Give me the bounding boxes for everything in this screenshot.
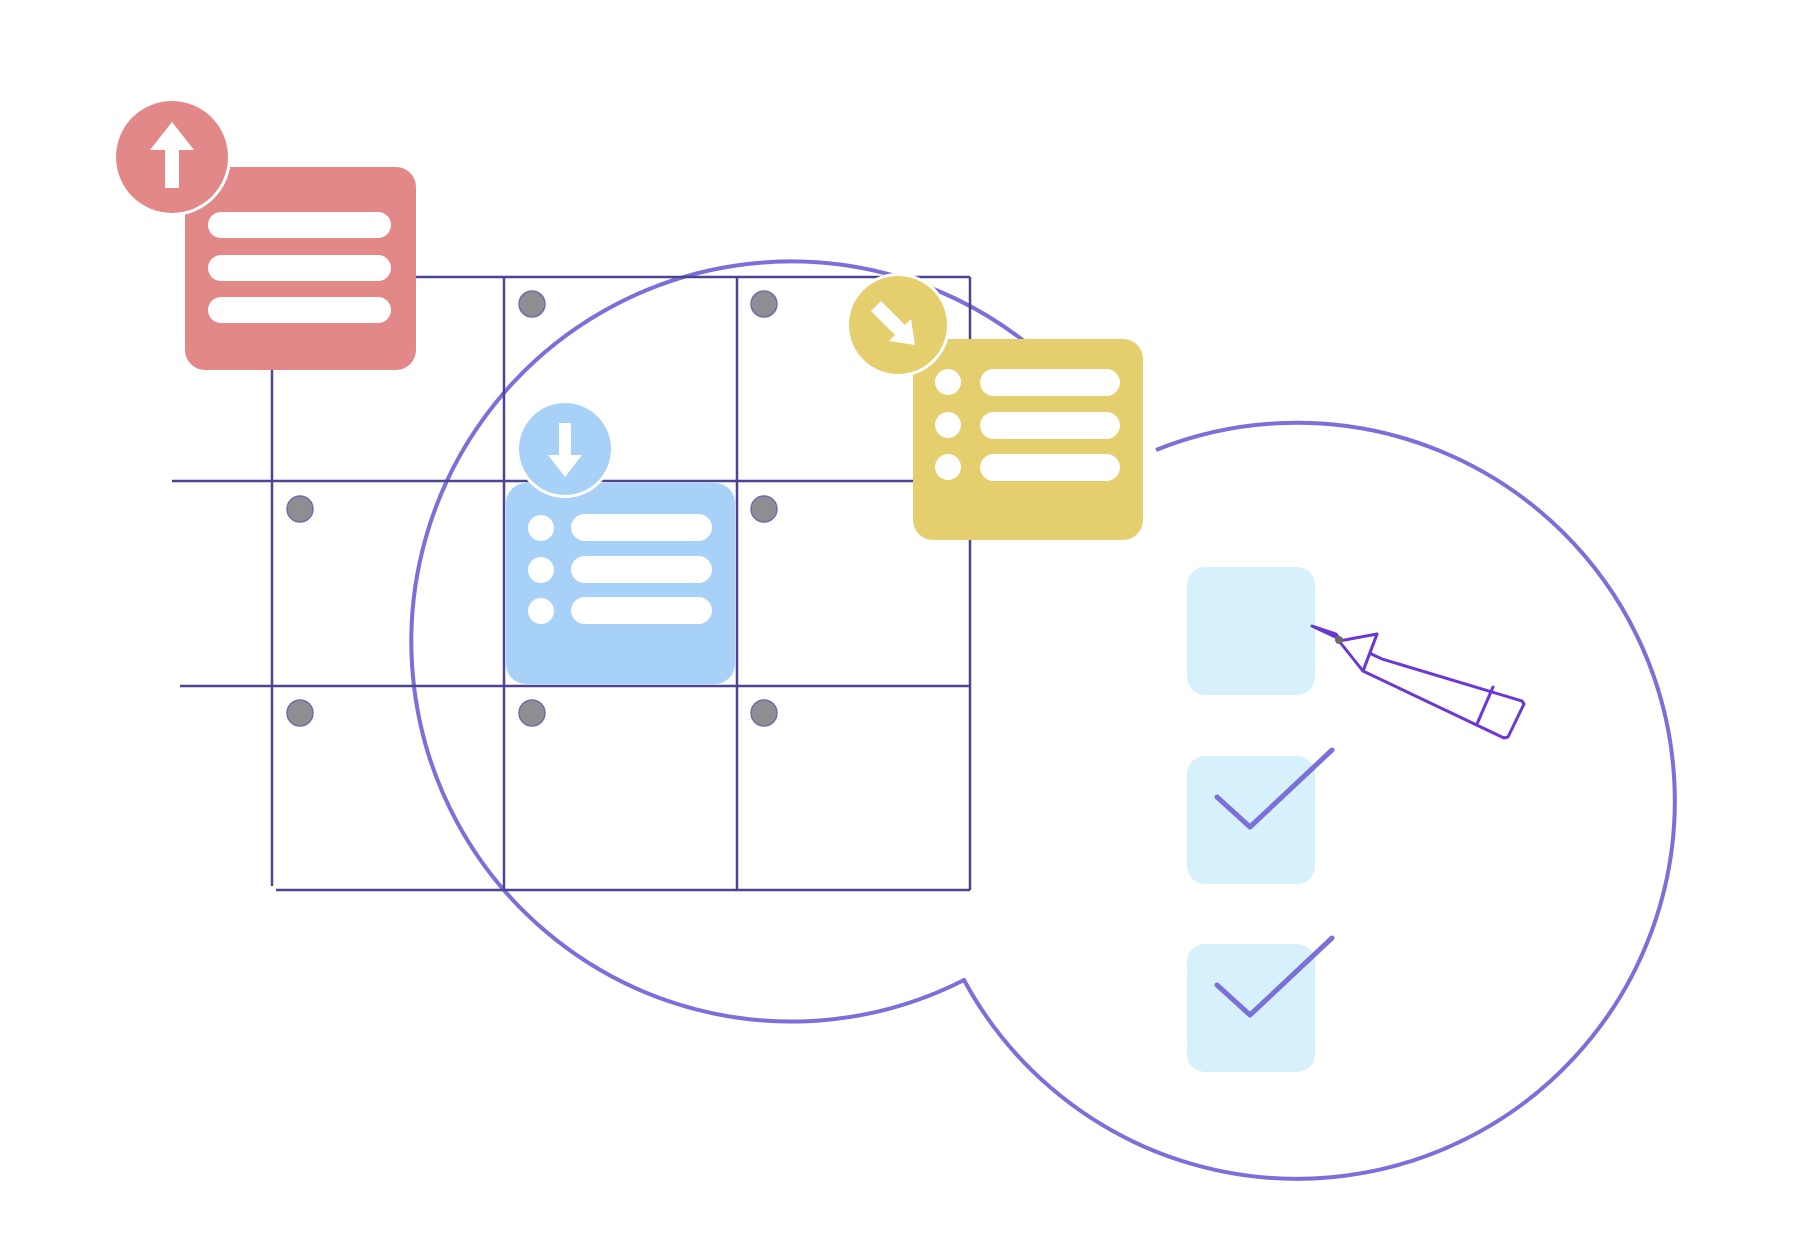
card-line — [571, 597, 712, 624]
card-line — [571, 514, 712, 541]
card-bullet — [528, 598, 554, 624]
grid-dot — [750, 699, 778, 727]
red-card[interactable] — [113, 98, 416, 370]
grid-dot — [750, 495, 778, 523]
pencil-icon — [1310, 624, 1526, 740]
card-bullet — [935, 369, 961, 395]
card-line — [208, 297, 391, 323]
card-line — [571, 556, 712, 583]
checklist — [1187, 567, 1335, 1072]
checkmark-icon — [1214, 747, 1335, 830]
card-bullet — [935, 454, 961, 480]
card-line — [208, 255, 391, 281]
grid-dot — [518, 290, 546, 318]
card-bullet — [528, 515, 554, 541]
card-line — [980, 454, 1120, 481]
card-bullet — [935, 412, 961, 438]
grid-dot — [518, 699, 546, 727]
checkbox-3[interactable] — [1187, 944, 1315, 1072]
grid-dot — [750, 290, 778, 318]
checkmark-icon — [1214, 935, 1335, 1018]
grid-dot — [286, 495, 314, 523]
checkbox-1[interactable] — [1187, 567, 1315, 695]
bubble-outline — [409, 259, 1677, 1181]
arrow-down-right-icon — [871, 301, 915, 345]
arrow-up-icon — [150, 122, 194, 188]
yellow-card[interactable] — [846, 273, 1143, 540]
checkbox-2[interactable] — [1187, 756, 1315, 884]
grid-dot — [286, 699, 314, 727]
card-line — [980, 412, 1120, 439]
blue-card[interactable] — [506, 400, 735, 684]
pencil-tip — [1335, 636, 1343, 644]
grid-dots — [286, 290, 778, 727]
card-bullet — [528, 557, 554, 583]
card-line — [980, 369, 1120, 396]
arrow-down-icon — [548, 423, 582, 477]
card-line — [208, 212, 391, 238]
